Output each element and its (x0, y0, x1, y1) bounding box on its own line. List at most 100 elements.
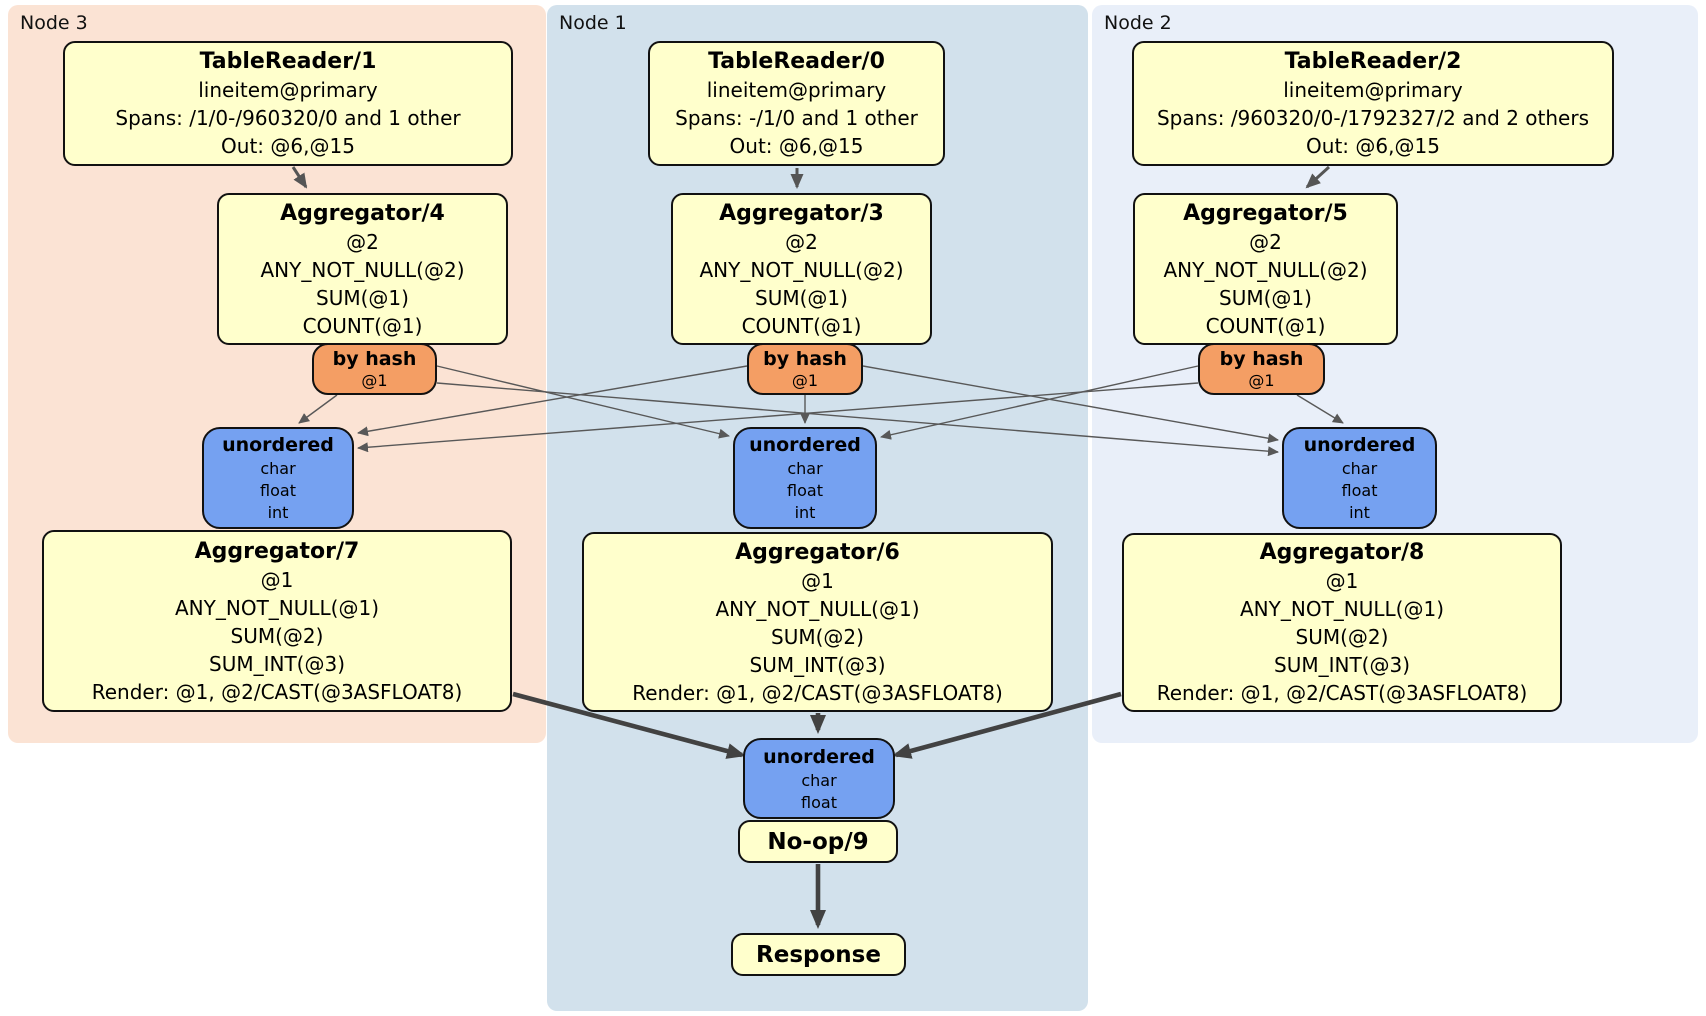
edge-hash2-u1 (880, 365, 1199, 440)
by-hash-router-node3-key: @1 (361, 371, 388, 390)
node3-label: Node 3 (20, 12, 88, 34)
tablereader-0-title: TableReader/0 (708, 49, 885, 74)
by-hash-router-node3-label: by hash (332, 348, 417, 370)
by-hash-router-node2: by hash @1 (1198, 343, 1325, 395)
aggregator-7-group: @1 (260, 567, 294, 592)
aggregator-6-group: @1 (801, 568, 834, 593)
aggregator-4-fn2: SUM(@1) (316, 285, 409, 310)
unordered-stream-node2-col3: int (1349, 503, 1370, 522)
aggregator-5-fn1: ANY_NOT_NULL(@2) (1163, 257, 1368, 282)
node1-label: Node 1 (559, 12, 627, 34)
tablereader-1-spans: Spans: /1/0-/960320/0 and 1 other (115, 106, 461, 130)
aggregator-6-box: Aggregator/6 @1 ANY_NOT_NULL(@1) SUM(@2)… (582, 532, 1053, 712)
aggregator-8-fn1: ANY_NOT_NULL(@1) (1240, 597, 1444, 621)
aggregator-5-fn3: COUNT(@1) (1205, 313, 1326, 338)
edge-hash3-u3 (298, 394, 338, 424)
by-hash-router-node3: by hash @1 (312, 343, 437, 395)
aggregator-4-title: Aggregator/4 (280, 200, 445, 226)
aggregator-7-box: Aggregator/7 @1 ANY_NOT_NULL(@1) SUM(@2)… (42, 530, 512, 712)
aggregator-7-render: Render: @1, @2/CAST(@3ASFLOAT8) (91, 679, 463, 704)
unordered-stream-final-label: unordered (763, 745, 875, 768)
tablereader-1-title: TableReader/1 (199, 49, 377, 74)
noop-9-box: No-op/9 (738, 820, 898, 863)
aggregator-5-box: Aggregator/5 @2 ANY_NOT_NULL(@2) SUM(@1)… (1133, 193, 1398, 345)
unordered-stream-node3-col2: float (260, 481, 296, 500)
unordered-stream-node2: unordered char float int (1282, 427, 1437, 529)
aggregator-3-fn2: SUM(@1) (755, 285, 848, 310)
aggregator-6-fn3: SUM_INT(@3) (749, 652, 886, 677)
edge-hash2-u3 (357, 382, 1199, 453)
by-hash-router-node1-key: @1 (791, 371, 819, 390)
unordered-stream-node1-col3: int (794, 503, 816, 522)
aggregator-8-title: Aggregator/8 (1259, 540, 1425, 565)
aggregator-8-fn3: SUM_INT(@3) (1274, 653, 1410, 677)
aggregator-4-fn1: ANY_NOT_NULL(@2) (260, 257, 465, 282)
aggregator-3-group: @2 (785, 229, 818, 254)
edge-agg8-final (892, 691, 1122, 759)
by-hash-router-node1: by hash @1 (747, 343, 863, 395)
unordered-stream-node2-label: unordered (1303, 434, 1416, 456)
by-hash-router-node2-label: by hash (1219, 348, 1304, 370)
aggregator-8-render: Render: @1, @2/CAST(@3ASFLOAT8) (1156, 681, 1528, 705)
by-hash-router-node2-key: @1 (1248, 371, 1275, 390)
unordered-stream-node1-label: unordered (749, 434, 861, 456)
unordered-stream-node3: unordered char float int (202, 427, 354, 529)
response-box: Response (731, 933, 906, 976)
node2-label: Node 2 (1104, 12, 1172, 34)
edge-hash1-u2 (862, 365, 1279, 444)
tablereader-0-spans: Spans: -/1/0 and 1 other (675, 106, 918, 130)
aggregator-8-box: Aggregator/8 @1 ANY_NOT_NULL(@1) SUM(@2)… (1122, 533, 1562, 712)
aggregator-4-fn3: COUNT(@1) (302, 313, 423, 338)
unordered-stream-final: unordered char float (743, 738, 895, 819)
edge-hash2-u2 (1296, 394, 1344, 424)
tablereader-0-box: TableReader/0 lineitem@primary Spans: -/… (648, 41, 945, 166)
aggregator-7-title: Aggregator/7 (194, 538, 360, 564)
aggregator-8-fn2: SUM(@2) (1295, 625, 1389, 649)
tablereader-0-out: Out: @6,@15 (729, 134, 864, 158)
tablereader-2-title: TableReader/2 (1284, 49, 1462, 74)
tablereader-2-index: lineitem@primary (1283, 78, 1463, 102)
aggregator-7-fn1: ANY_NOT_NULL(@1) (175, 595, 379, 620)
unordered-stream-node1-col2: float (787, 481, 823, 500)
aggregator-3-fn3: COUNT(@1) (741, 313, 862, 338)
edge-tr2-agg5 (1305, 165, 1331, 189)
tablereader-0-index: lineitem@primary (706, 78, 887, 102)
unordered-stream-node3-col1: char (260, 459, 296, 478)
unordered-stream-final-col2: float (801, 792, 837, 812)
tablereader-2-box: TableReader/2 lineitem@primary Spans: /9… (1132, 41, 1614, 166)
unordered-stream-node2-col2: float (1341, 481, 1378, 500)
aggregator-6-title: Aggregator/6 (735, 539, 900, 565)
noop-9-title: No-op/9 (767, 828, 869, 855)
aggregator-5-group: @2 (1249, 229, 1282, 254)
aggregator-6-render: Render: @1, @2/CAST(@3ASFLOAT8) (632, 680, 1003, 705)
by-hash-router-node1-label: by hash (763, 348, 847, 370)
aggregator-5-title: Aggregator/5 (1183, 200, 1348, 226)
unordered-stream-node1: unordered char float int (733, 427, 877, 529)
unordered-stream-node3-label: unordered (222, 434, 334, 456)
tablereader-1-index: lineitem@primary (198, 78, 378, 102)
edge-hash3-u2 (436, 382, 1279, 457)
aggregator-3-fn1: ANY_NOT_NULL(@2) (699, 257, 904, 282)
aggregator-6-fn1: ANY_NOT_NULL(@1) (715, 596, 920, 621)
unordered-stream-node1-col1: char (787, 459, 823, 478)
tablereader-2-out: Out: @6,@15 (1306, 134, 1440, 158)
tablereader-2-spans: Spans: /960320/0-/1792327/2 and 2 others (1156, 106, 1589, 130)
aggregator-5-fn2: SUM(@1) (1219, 285, 1312, 310)
tablereader-1-box: TableReader/1 lineitem@primary Spans: /1… (63, 41, 513, 166)
unordered-stream-node2-col1: char (1341, 459, 1378, 478)
response-title: Response (756, 941, 881, 968)
aggregator-7-fn3: SUM_INT(@3) (209, 651, 345, 676)
aggregator-7-fn2: SUM(@2) (230, 623, 324, 648)
aggregator-6-fn2: SUM(@2) (771, 624, 864, 649)
edge-hash1-u3 (357, 365, 748, 437)
edge-hash3-u1 (436, 365, 730, 439)
unordered-stream-node3-col3: int (267, 503, 289, 522)
aggregator-4-group: @2 (346, 229, 379, 254)
aggregator-3-title: Aggregator/3 (719, 200, 884, 226)
aggregator-3-box: Aggregator/3 @2 ANY_NOT_NULL(@2) SUM(@1)… (671, 193, 932, 345)
edge-tr1-agg4 (291, 166, 308, 189)
edge-agg7-final (512, 691, 746, 759)
unordered-stream-final-col1: char (801, 770, 837, 790)
